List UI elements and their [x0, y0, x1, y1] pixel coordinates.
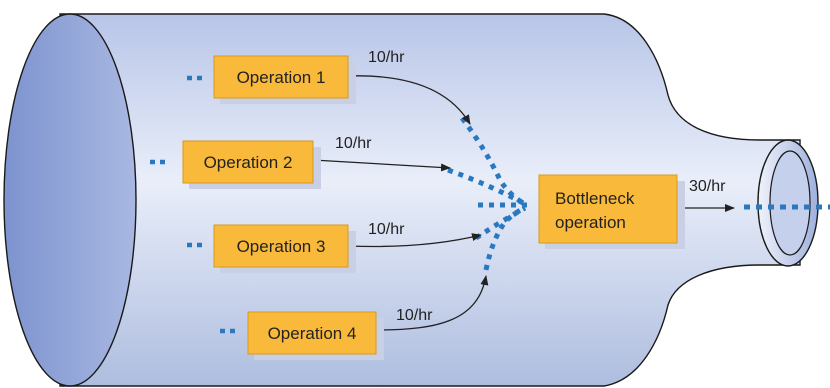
rate-op2: 10/hr [335, 135, 372, 152]
operation-1-box: Operation 1 [213, 55, 356, 104]
bottle-mouth-inner [769, 150, 811, 256]
rate-bottleneck: 30/hr [689, 178, 726, 195]
arrow-op2 [312, 159, 451, 172]
rate-op4: 10/hr [396, 307, 433, 324]
operation-2-box: Operation 2 [182, 140, 321, 189]
bottleneck-label-line2: operation [555, 213, 626, 232]
bottleneck-box: Bottleneck operation [538, 174, 685, 249]
bottle-base [3, 13, 137, 387]
bottle-body [59, 13, 801, 387]
operation-3-label: Operation 3 [237, 237, 326, 256]
operation-2-label: Operation 2 [204, 153, 293, 172]
bottleneck-label-line1: Bottleneck [555, 189, 635, 208]
arrow-op4 [375, 275, 489, 331]
rate-op1: 10/hr [368, 49, 405, 66]
rate-op3: 10/hr [368, 221, 405, 238]
arrow-op3 [347, 233, 482, 248]
operation-1-label: Operation 1 [237, 68, 326, 87]
dots-converge-bottom [483, 205, 526, 271]
operation-3-box: Operation 3 [213, 224, 356, 273]
operation-4-box: Operation 4 [247, 311, 384, 360]
arrow-op1 [347, 75, 471, 125]
operation-4-label: Operation 4 [268, 324, 357, 343]
